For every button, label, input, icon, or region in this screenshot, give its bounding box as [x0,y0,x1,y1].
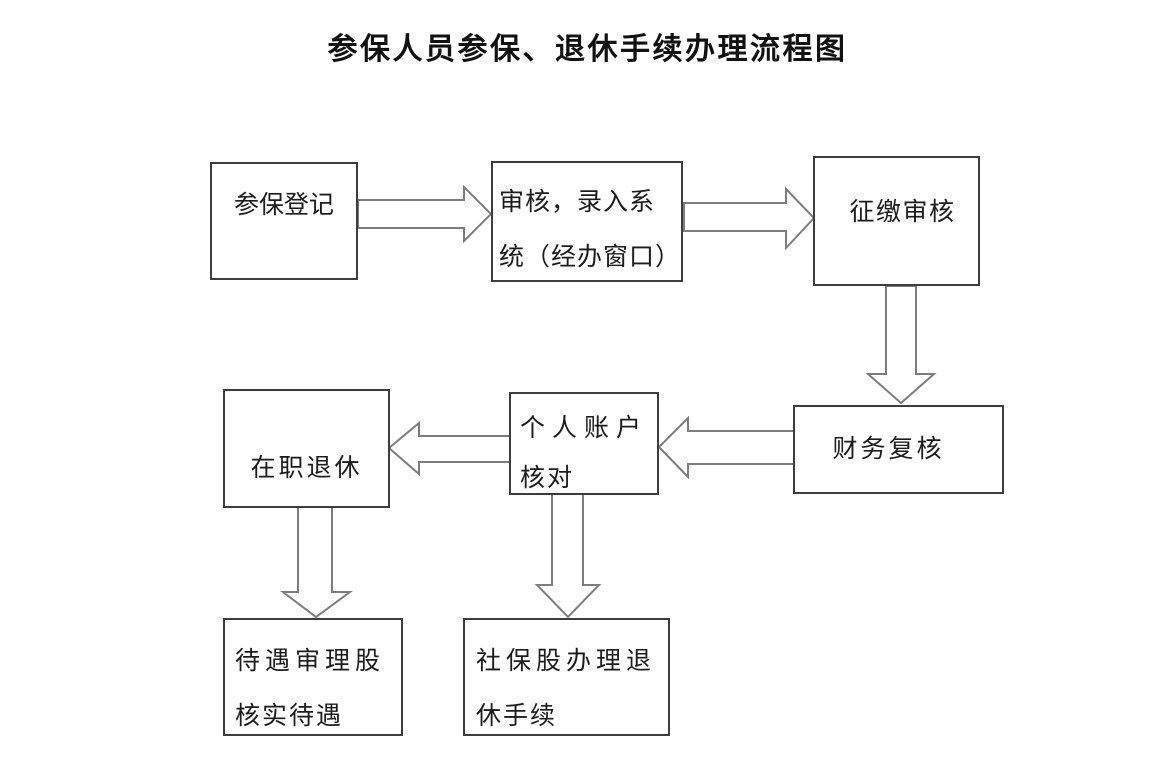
arrow-review-to-collection-icon [683,186,816,251]
arrow-collection-to-finance-icon [865,285,937,405]
node-in-service-retirement: 在职退休 [223,389,390,508]
page-title: 参保人员参保、退休手续办理流程图 [327,33,848,66]
node-label: 在职退休 [250,454,363,482]
arrow-finance-to-account-icon [657,415,795,480]
arrow-account-to-social-icon [534,493,602,619]
node-enrollment-registration: 参保登记 [210,162,358,280]
node-finance-recheck: 财务复核 [793,405,1004,494]
node-collection-audit: 征缴审核 [813,156,980,286]
node-label-line2: 核对 [520,465,575,492]
node-review-system-entry: 审核，录入系 统（经办窗口） [491,161,683,282]
arrow-inservice-to-benefit-icon [280,506,354,619]
node-label-line2: 统（经办窗口） [499,244,682,271]
node-label-line2: 核实待遇 [235,703,344,730]
node-social-security-section: 社保股办理退 休手续 [463,618,670,736]
node-benefit-review-section: 待遇审理股 核实待遇 [223,618,403,736]
node-label-line1: 社保股办理退 [476,648,657,675]
node-label-line2: 休手续 [476,703,558,730]
node-label-line1: 审核，录入系 [499,189,656,216]
node-personal-account-check: 个人账户 核对 [509,392,659,495]
node-label: 财务复核 [832,435,945,463]
arrow-account-to-inservice-icon [387,420,511,477]
node-label-line1: 待遇审理股 [235,648,386,675]
node-label-line1: 个人账户 [520,415,649,442]
arrow-registration-to-review-icon [357,184,493,244]
node-label: 参保登记 [233,192,334,220]
node-label: 征缴审核 [849,199,956,227]
